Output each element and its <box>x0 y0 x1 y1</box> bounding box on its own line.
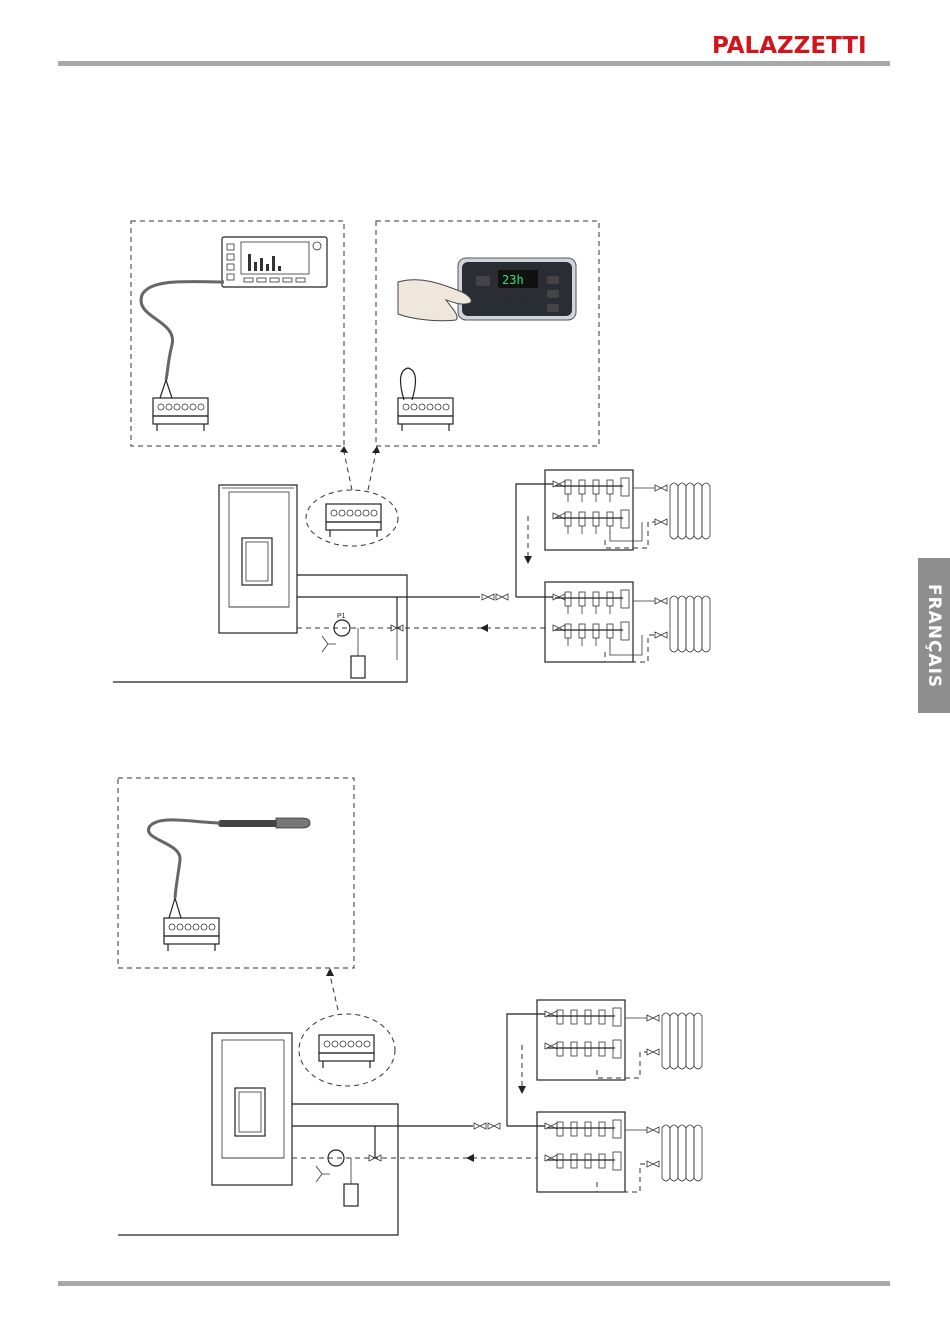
expansion-vessel-icon-2 <box>344 1184 358 1206</box>
panel-control-panel <box>376 221 599 446</box>
manifold-1a <box>545 470 633 550</box>
radiator-1a <box>670 483 710 539</box>
panel-room-sensor <box>118 778 354 968</box>
radiator-1b <box>670 596 710 652</box>
temperature-probe-icon <box>218 818 310 828</box>
terminal-block-stove-2 <box>319 1035 374 1068</box>
svg-text:<: < <box>507 296 511 303</box>
stove-icon-1 <box>219 485 297 633</box>
control-panel-icon: 23h < > <box>458 258 576 320</box>
diagram-2 <box>0 770 950 1330</box>
terminal-block-stove-1 <box>326 504 381 537</box>
terminal-block-2 <box>398 398 453 431</box>
panel-external-controller <box>131 221 344 446</box>
terminal-block-3 <box>164 918 219 951</box>
expansion-vessel-icon <box>351 656 365 678</box>
control-panel-display: 23h <box>502 273 524 287</box>
manifold-2b <box>537 1112 625 1192</box>
manifold-2a <box>537 1000 625 1080</box>
stove-icon-2 <box>212 1033 292 1185</box>
radiator-2a <box>662 1013 702 1069</box>
terminal-block-1 <box>153 398 208 431</box>
pump-label: P1 <box>337 613 346 620</box>
svg-text:>: > <box>523 296 527 303</box>
chrono-thermostat-icon <box>222 237 327 287</box>
manifold-1b <box>545 582 633 662</box>
radiator-2b <box>662 1125 702 1181</box>
diagram-1: 23h < > P1 <box>0 0 950 690</box>
